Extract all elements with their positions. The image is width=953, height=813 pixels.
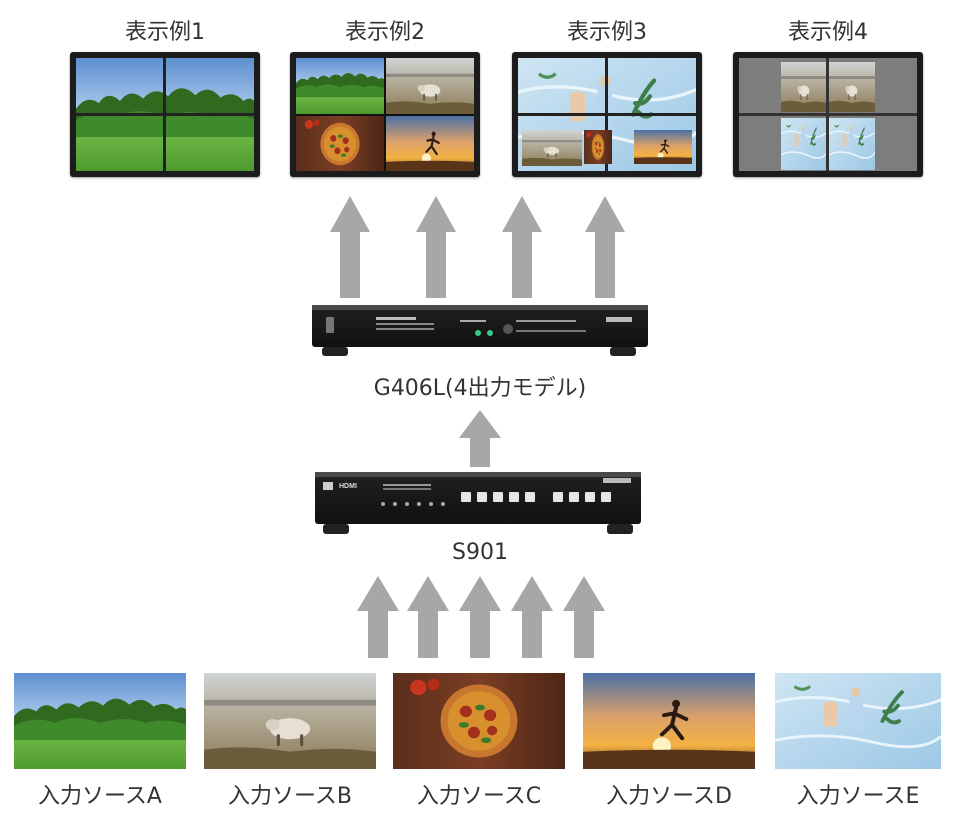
display-example-2-screen xyxy=(296,58,474,171)
input-source-d-label: 入力ソースD xyxy=(606,784,732,809)
input-source-e-label: 入力ソースE xyxy=(796,784,920,809)
display-example-3-label: 表示例3 xyxy=(567,20,647,45)
arrow-up-icon xyxy=(407,576,449,658)
display-example-1-label: 表示例1 xyxy=(125,20,205,45)
arrow-up-icon xyxy=(416,196,456,298)
display-example-1-monitor xyxy=(70,52,260,177)
display-example-4-label: 表示例4 xyxy=(788,20,868,45)
sheep-image xyxy=(386,58,474,114)
display-example-4-monitor xyxy=(733,52,923,177)
pizza-image xyxy=(584,130,612,164)
input-source-c-image xyxy=(393,673,565,769)
display-example-3-monitor xyxy=(512,52,702,177)
arrow-up-icon xyxy=(330,196,370,298)
meadow-image xyxy=(296,58,384,114)
arrow-up-icon xyxy=(511,576,553,658)
display-example-2-monitor xyxy=(290,52,480,177)
arrow-up-icon xyxy=(563,576,605,658)
display-example-4-screen xyxy=(739,58,917,171)
arrow-up-icon xyxy=(459,576,501,658)
water-image xyxy=(781,118,827,170)
g406l-device xyxy=(312,305,648,356)
input-source-c-label: 入力ソースC xyxy=(416,784,542,809)
input-source-a-label: 入力ソースA xyxy=(38,784,162,809)
arrow-up-icon xyxy=(459,410,501,467)
arrow-up-icon xyxy=(357,576,399,658)
s901-device: HDMI xyxy=(315,472,641,534)
hdmi-logo: HDMI xyxy=(339,483,357,490)
input-source-b-image xyxy=(204,673,376,769)
runner-image xyxy=(634,130,692,164)
arrow-up-icon xyxy=(585,196,625,298)
input-source-a-image xyxy=(14,673,186,769)
input-source-d-image xyxy=(583,673,755,769)
sheep-image xyxy=(522,130,582,166)
display-example-3-screen xyxy=(518,58,696,171)
water-image xyxy=(829,118,875,170)
s901-caption: S901 xyxy=(452,540,508,565)
pizza-image xyxy=(296,116,384,171)
runner-image xyxy=(386,116,474,171)
arrow-up-icon xyxy=(502,196,542,298)
display-example-1-screen xyxy=(76,58,254,171)
input-source-b-label: 入力ソースB xyxy=(228,784,352,809)
input-source-e-image xyxy=(775,673,941,769)
sheep-image xyxy=(781,62,827,112)
g406l-caption: G406L(4出力モデル) xyxy=(373,376,587,401)
sheep-image xyxy=(829,62,875,112)
display-example-2-label: 表示例2 xyxy=(345,20,425,45)
